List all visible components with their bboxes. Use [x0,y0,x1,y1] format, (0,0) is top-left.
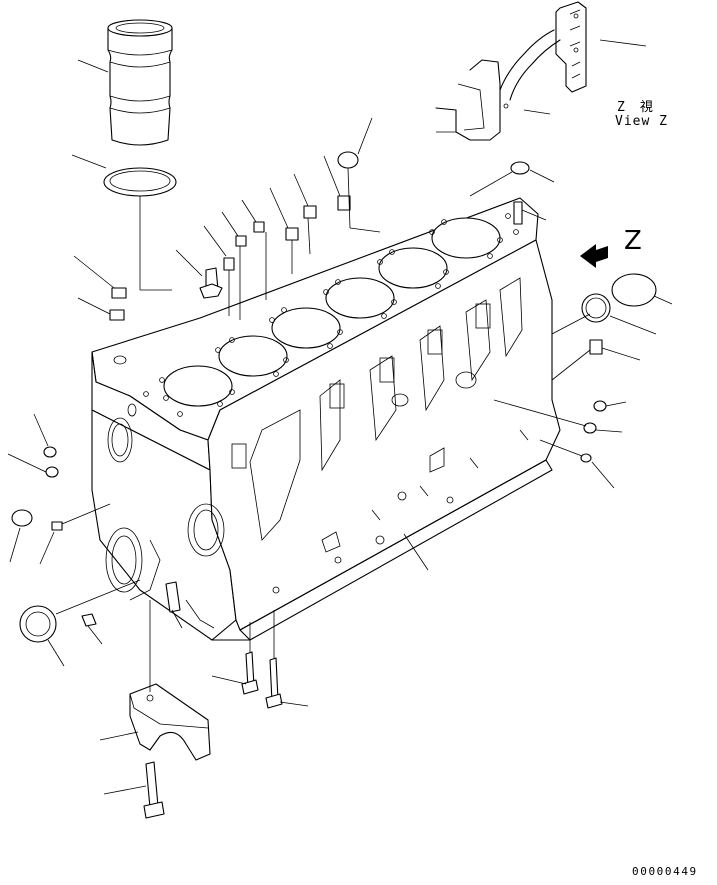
cylinder-liner [77,19,173,146]
cylinder-bores [143,213,519,417]
pan-bolts [211,610,309,709]
view-z-detail [435,1,647,141]
view-z-arrow [580,244,608,268]
cylinder-block [91,197,561,641]
front-seal [19,579,183,667]
main-bearing-cap [99,600,211,761]
rear-parts [403,273,673,571]
top-plugs [175,117,555,320]
view-z-label-en: View Z [615,114,668,129]
liner-o-ring [71,154,177,291]
main-bearing-bolt [103,761,165,819]
figure-code: 00000449 [632,865,698,878]
front-plugs [7,255,127,565]
view-z-arrow-letter: Z [624,226,642,256]
view-z-label-jp: Z 視 [617,100,654,115]
